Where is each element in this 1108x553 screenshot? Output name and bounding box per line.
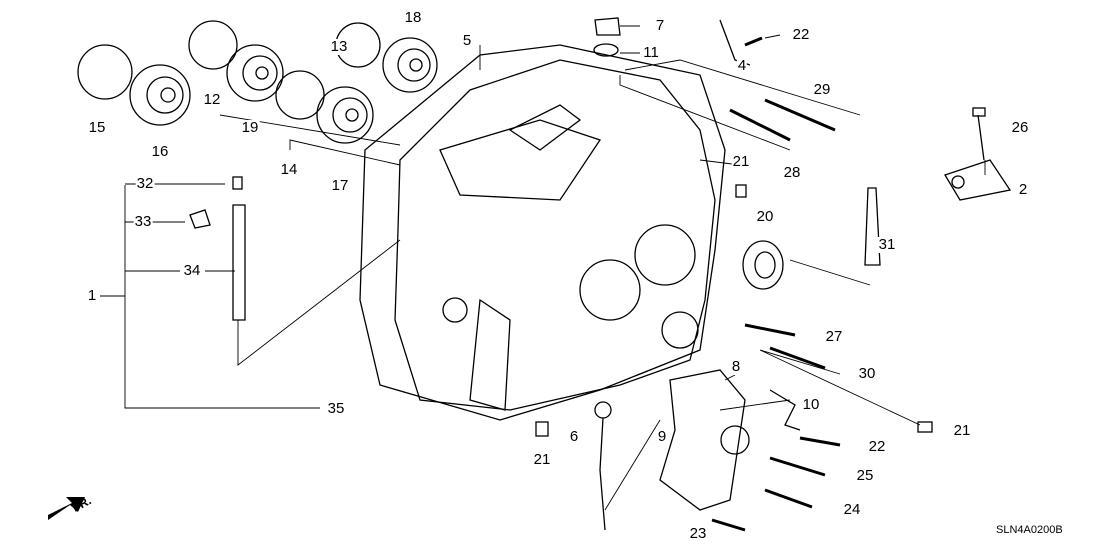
callout-9: 9: [656, 428, 668, 445]
callout-15: 15: [87, 119, 107, 136]
callout-28: 28: [782, 164, 802, 181]
snap-ring-12: [188, 20, 238, 70]
callout-34: 34: [182, 262, 202, 279]
snap-ring-15: [77, 44, 133, 100]
callout-31: 31: [877, 236, 897, 253]
callout-21c: 21: [532, 451, 552, 468]
callout-22: 22: [791, 26, 811, 43]
transmission-housing: [394, 59, 716, 411]
callout-4: 4: [736, 57, 748, 74]
callout-8: 8: [730, 358, 742, 375]
callout-20: 20: [755, 208, 775, 225]
bracket-2: [944, 159, 1012, 201]
bearing-16: [129, 64, 191, 126]
bolt-26: [972, 107, 986, 161]
callout-24: 24: [842, 501, 862, 518]
callout-18: 18: [403, 9, 423, 26]
callout-11: 11: [642, 44, 660, 61]
snap-ring-14: [275, 70, 325, 120]
bearing-19: [226, 44, 284, 102]
diagram-code: SLN4A0200B: [996, 524, 1063, 536]
pipe-34: [232, 204, 246, 321]
callout-25: 25: [855, 467, 875, 484]
callout-5: 5: [461, 32, 473, 49]
callout-17: 17: [330, 177, 350, 194]
gasket-5: [359, 44, 726, 421]
dowel-pins: [232, 176, 933, 437]
bearing-17: [316, 86, 374, 144]
callout-21: 21: [731, 153, 751, 170]
callout-16: 16: [150, 143, 170, 160]
callout-33: 33: [133, 213, 153, 230]
callout-2: 2: [1017, 181, 1029, 198]
callout-35: 35: [326, 400, 346, 417]
callout-14: 14: [279, 161, 299, 178]
stud-31: [864, 187, 881, 266]
drain-plug-7: [594, 17, 621, 36]
callout-13: 13: [329, 38, 349, 55]
callout-22b: 22: [867, 438, 887, 455]
callout-32: 32: [135, 175, 155, 192]
callout-29: 29: [812, 81, 832, 98]
clip-33: [189, 209, 211, 229]
callout-19: 19: [240, 119, 260, 136]
callout-7: 7: [654, 17, 666, 34]
callout-6: 6: [568, 428, 580, 445]
callout-26: 26: [1010, 119, 1030, 136]
bracket-10: [769, 389, 801, 431]
callout-12: 12: [202, 91, 222, 108]
bearing-18: [382, 37, 438, 93]
callout-27: 27: [824, 328, 844, 345]
oil-seal-20: [742, 240, 784, 290]
bolts: [711, 36, 841, 532]
callout-21b: 21: [952, 422, 972, 439]
callout-30: 30: [857, 365, 877, 382]
side-cover-9: [659, 369, 750, 511]
callout-23: 23: [688, 525, 708, 542]
washer-11: [593, 43, 619, 57]
dipstick-6: [594, 401, 612, 531]
callout-10: 10: [801, 396, 821, 413]
callout-1: 1: [86, 287, 98, 304]
